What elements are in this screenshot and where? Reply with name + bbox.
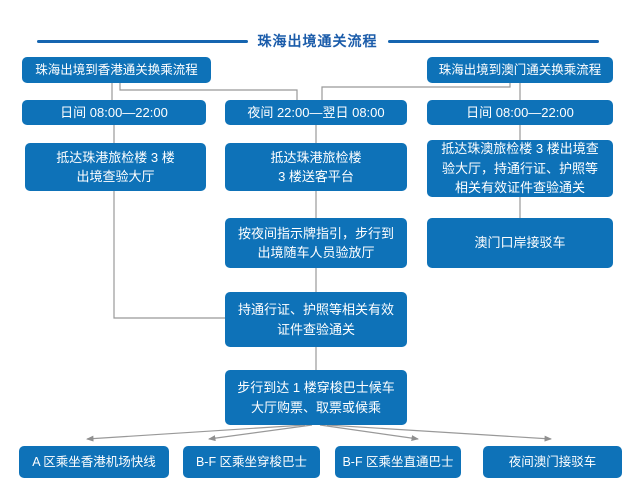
node-zhuao-exit-hall: 抵达珠澳旅检楼 3 楼出境查 验大厅，持通行证、护照等 相关有效证件查验通关 (427, 140, 613, 197)
node-hk-transfer-flow: 珠海出境到香港通关换乘流程 (22, 57, 211, 83)
flow-title: 珠海出境通关流程 (257, 33, 378, 49)
node-night-sign-guide: 按夜间指示牌指引，步行到 出境随车人员验放厅 (225, 218, 407, 268)
node-zhugang-dropoff-platform: 抵达珠港旅检楼 3 楼送客平台 (225, 143, 407, 191)
node-document-check: 持通行证、护照等相关有效 证件查验通关 (225, 292, 407, 347)
node-nighttime: 夜间 22:00—翌日 08:00 (225, 100, 407, 125)
title-rule-right (387, 39, 599, 43)
title-bar: 珠海出境通关流程 (0, 31, 635, 51)
node-zone-bf-shuttle-bus: B-F 区乘坐穿梭巴士 (183, 446, 320, 478)
node-zhugang-exit-hall: 抵达珠港旅检楼 3 楼 出境查验大厅 (25, 143, 206, 191)
node-mo-transfer-flow: 珠海出境到澳门通关换乘流程 (427, 57, 613, 83)
node-night-macau-shuttle: 夜间澳门接驳车 (483, 446, 622, 478)
node-zone-bf-through-bus: B-F 区乘坐直通巴士 (335, 446, 461, 478)
node-macau-port-shuttle: 澳门口岸接驳车 (427, 218, 613, 268)
title-rule-left (36, 39, 248, 43)
node-daytime-left: 日间 08:00—22:00 (22, 100, 206, 125)
node-zone-a-airport-express: A 区乘坐香港机场快线 (19, 446, 169, 478)
node-daytime-right: 日间 08:00—22:00 (427, 100, 613, 125)
node-walk-to-bus-hall: 步行到达 1 楼穿梭巴士候车 大厅购票、取票或候乘 (225, 370, 407, 425)
